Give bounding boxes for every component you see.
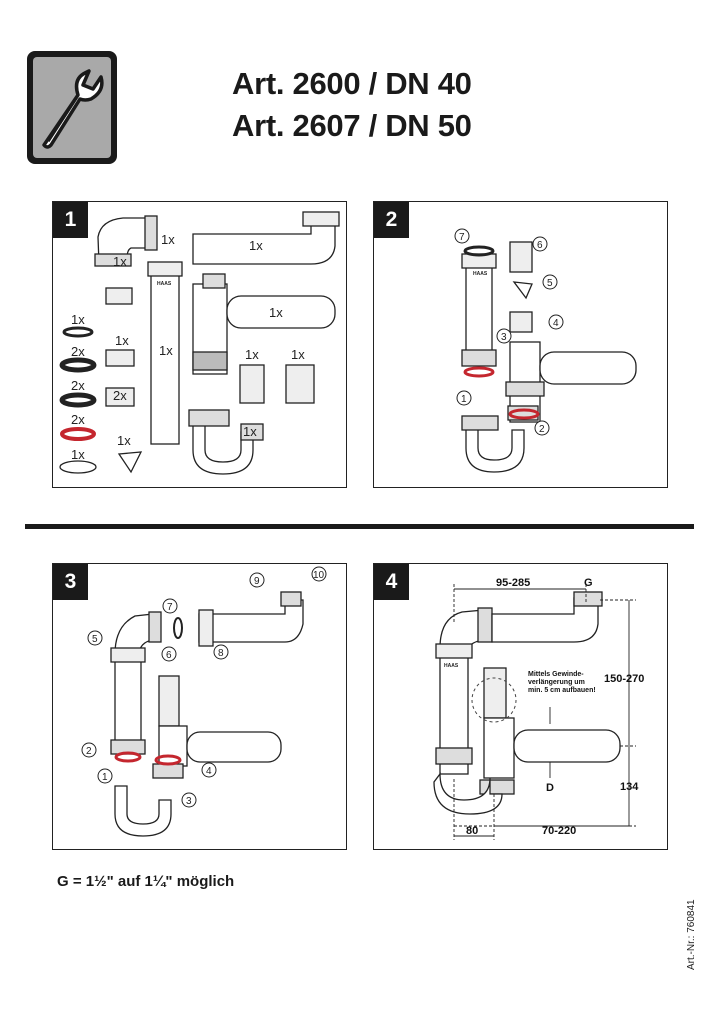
diameter-label: D: [546, 782, 554, 794]
callout-5: 5: [92, 634, 98, 645]
callout-2: 2: [86, 746, 92, 757]
qty-long-tube: 1x: [249, 238, 263, 253]
qty-ring-b: 2x: [71, 344, 85, 359]
qty-cone: 1x: [117, 433, 131, 448]
callout-8: 8: [218, 648, 224, 659]
callout-6: 6: [537, 240, 543, 251]
callout-2: 2: [539, 424, 545, 435]
brand-mark: HAAS: [157, 281, 172, 287]
note-line-3: min. 5 cm aufbauen!: [528, 687, 596, 694]
qty-elbow: 1x: [161, 232, 175, 247]
callout-4: 4: [206, 766, 212, 777]
qty-extension-a: 1x: [245, 347, 259, 362]
note-line-2: verlängerung um: [528, 679, 585, 686]
assembly-illustration: 7 9 10 5 6 8 2 1 4 3: [81, 566, 327, 837]
title-line-1: Art. 2600 / DN 40: [232, 66, 472, 101]
panel-step-3: 3 7 9 10 5: [52, 563, 347, 850]
brand-mark: HAAS: [473, 271, 488, 277]
callout-7: 7: [167, 602, 173, 613]
step-number-3: 3: [53, 564, 88, 600]
callout-4: 4: [553, 318, 559, 329]
title-line-2: Art. 2607 / DN 50: [232, 108, 472, 143]
assembly-illustration: HAAS 7 6 5 4 3 1 2: [454, 228, 637, 473]
qty-ring-a: 1x: [71, 312, 85, 327]
note-line-1: Mittels Gewinde-: [528, 671, 584, 678]
callout-7: 7: [459, 232, 465, 243]
dim-lower-vertical: 134: [620, 781, 639, 793]
panel-step-1: 1: [52, 201, 347, 488]
callout-10: 10: [313, 570, 325, 581]
callout-6: 6: [166, 650, 172, 661]
outlet-label: G: [584, 577, 593, 589]
qty-ring-c: 2x: [71, 378, 85, 393]
article-number: Art.-Nr.: 760841: [686, 899, 697, 970]
callout-3: 3: [501, 332, 507, 343]
dim-bottom-left: 80: [466, 825, 478, 837]
qty-nut-a: 1x: [113, 254, 127, 269]
qty-extension-b: 1x: [291, 347, 305, 362]
section-divider: [25, 524, 694, 529]
dimension-illustration: HAAS 95-285 G 150-270 134 80 70-220 D: [433, 577, 644, 840]
callout-1: 1: [102, 772, 108, 783]
step-number-4: 4: [374, 564, 409, 600]
callout-1: 1: [461, 394, 467, 405]
panel-step-2: 2 HAAS 7 6 5 4: [373, 201, 668, 488]
step-number-2: 2: [374, 202, 409, 238]
qty-ring-red: 2x: [71, 412, 85, 427]
callout-5: 5: [547, 278, 553, 289]
callout-3: 3: [186, 796, 192, 807]
qty-nut-c: 1x: [115, 333, 129, 348]
step-number-1: 1: [53, 202, 88, 238]
dim-bottom-right: 70-220: [542, 825, 576, 837]
panel-step-4: 4 HAAS: [373, 563, 668, 850]
wrench-icon: [42, 69, 104, 149]
qty-side-tube: 1x: [269, 305, 283, 320]
qty-vertical-pipe: 1x: [159, 343, 173, 358]
dim-vertical-span: 150-270: [604, 673, 644, 685]
qty-siphon: 1x: [243, 424, 257, 439]
qty-nut-b: 2x: [113, 388, 127, 403]
callout-9: 9: [254, 576, 260, 587]
tool-icon: [27, 51, 117, 164]
brand-mark: HAAS: [444, 663, 459, 669]
dim-top-span: 95-285: [496, 577, 530, 589]
qty-washer: 1x: [71, 447, 85, 462]
footer-note: G = 1½" auf 1¼" möglich: [57, 873, 235, 890]
parts-illustration: HAAS 1x 1x 1x 1x 1x 1x 1x 1x 1x 2x 2x 2x…: [59, 211, 340, 475]
